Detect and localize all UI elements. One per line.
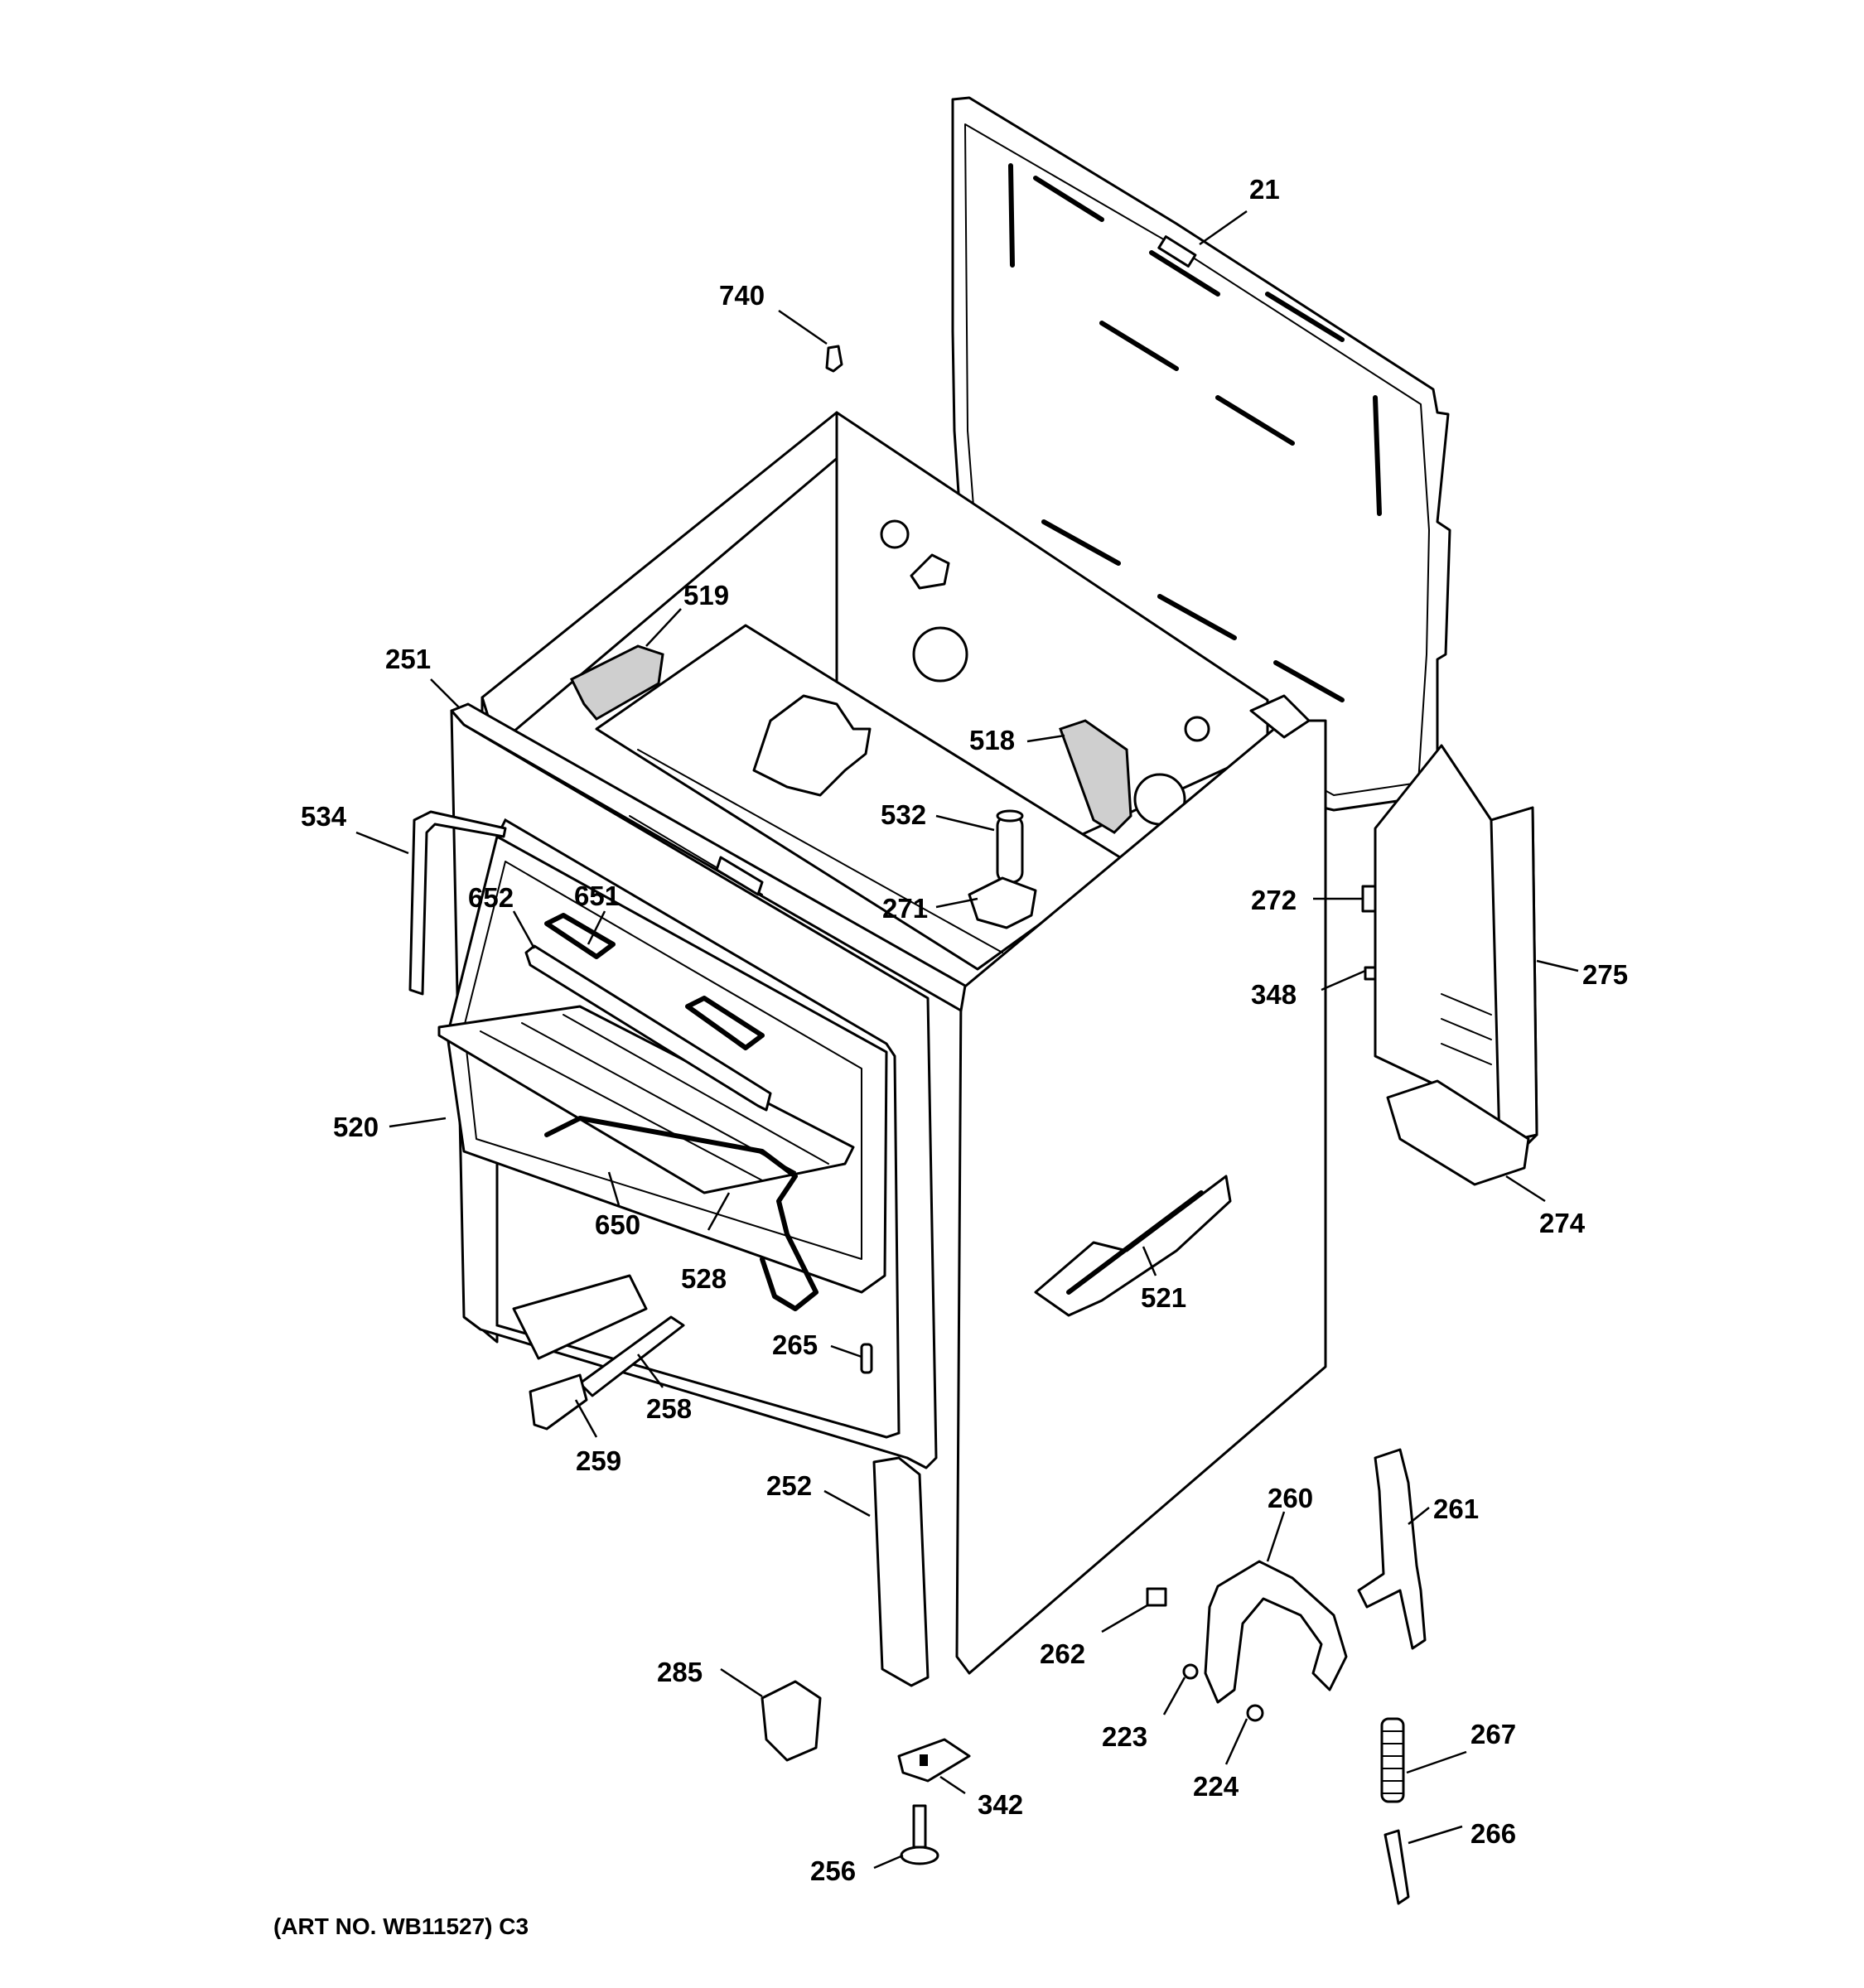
part-740-clip: [825, 345, 843, 373]
part-274-bracket: [1386, 1079, 1530, 1186]
callout-519: 519: [683, 580, 729, 610]
callout-252: 252: [766, 1470, 812, 1501]
callout-651: 651: [574, 881, 620, 911]
part-256-leveling-leg: [900, 1804, 939, 1865]
part-258-drawer-rail: [578, 1315, 685, 1397]
callout-259: 259: [576, 1445, 621, 1476]
callout-21: 21: [1249, 174, 1280, 205]
part-266-spring-link: [1384, 1829, 1410, 1905]
callout-740: 740: [719, 280, 765, 311]
part-275-terminal-cover: [1374, 744, 1538, 1157]
part-532-oven-sensor: [996, 809, 1024, 884]
callout-342: 342: [978, 1789, 1023, 1820]
callout-260: 260: [1268, 1483, 1313, 1513]
part-650-bake-element: [544, 1116, 819, 1311]
callout-275: 275: [1582, 959, 1628, 990]
part-265-lamp-socket: [860, 1343, 873, 1374]
callout-258: 258: [646, 1393, 692, 1424]
part-285-leveling-leg-cap: [761, 1680, 822, 1762]
callout-652: 652: [468, 882, 514, 913]
callout-271: 271: [882, 893, 928, 924]
leader-lines: [355, 210, 1579, 1870]
callout-285: 285: [657, 1657, 703, 1687]
part-519-insulation: [569, 644, 664, 721]
callout-256: 256: [810, 1855, 856, 1886]
part-534-oven-door-gasket: [408, 810, 507, 996]
part-223-screw: [1182, 1663, 1199, 1680]
callout-251: 251: [385, 644, 431, 674]
callout-520: 520: [333, 1112, 379, 1142]
callout-261: 261: [1433, 1493, 1479, 1524]
callout-numbers: 21 740 519 251 534 518 532 652 651 271 2…: [301, 174, 1628, 1886]
part-261-door-hinge: [1357, 1448, 1427, 1650]
callout-274: 274: [1539, 1208, 1586, 1238]
callout-521: 521: [1141, 1282, 1186, 1313]
callout-650: 650: [595, 1209, 640, 1240]
part-224-nut: [1246, 1704, 1264, 1722]
callout-267: 267: [1470, 1719, 1516, 1749]
part-271-thermostat-bracket: [968, 876, 1037, 929]
part-518-insulation: [1059, 719, 1132, 834]
callout-224: 224: [1193, 1771, 1239, 1802]
part-342-leveling-bracket: [897, 1738, 971, 1783]
callout-266: 266: [1470, 1818, 1516, 1849]
part-259-rail-bracket: [529, 1373, 588, 1431]
part-252-hinge-receiver: [872, 1456, 930, 1687]
part-260-hinge-arm: [1204, 1560, 1348, 1704]
callout-534: 534: [301, 801, 347, 832]
callout-532: 532: [881, 799, 926, 830]
part-262-clip: [1146, 1587, 1167, 1607]
callout-348: 348: [1251, 979, 1297, 1010]
part-652-broil-bracket: [524, 944, 772, 1112]
art-number: (ART NO. WB11527) C3: [273, 1913, 529, 1939]
part-267-hinge-spring: [1380, 1717, 1405, 1803]
callout-528: 528: [681, 1263, 727, 1294]
callout-223: 223: [1102, 1721, 1147, 1752]
callout-518: 518: [969, 725, 1015, 755]
callout-272: 272: [1251, 885, 1297, 915]
part-651-broil-element: [544, 913, 765, 1050]
callout-265: 265: [772, 1329, 818, 1360]
callout-262: 262: [1040, 1638, 1085, 1669]
